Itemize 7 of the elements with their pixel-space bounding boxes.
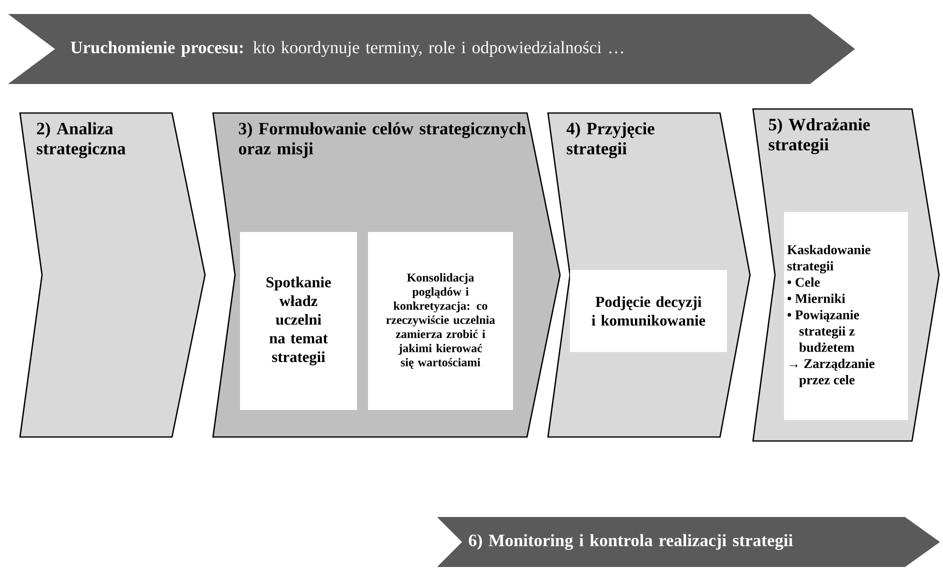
text-box: Konsolidacja poglądów i konkretyzacja: co rzeczywiście uczelnia zamierza zrobić i jakimi kierować się wartościami	[368, 232, 513, 410]
text-box: Spotkanie władz uczelni na temat strategii	[240, 232, 357, 410]
text-box: Kaskadowanie strategii • Cele • Mierniki • Powiązanie strategii z budżetem → Zarządzanie przez cele	[784, 212, 908, 420]
process-step: Uruchomienie procesu: kto koordynuje terminy, role i odpowiedzialności …	[8, 14, 855, 84]
process-step: 2) Analiza strategiczna	[19, 112, 206, 438]
process-step: 6) Monitoring i kontrola realizacji strategii	[437, 517, 940, 567]
text-box: Podjęcie decyzji i komunikowanie	[570, 270, 727, 352]
